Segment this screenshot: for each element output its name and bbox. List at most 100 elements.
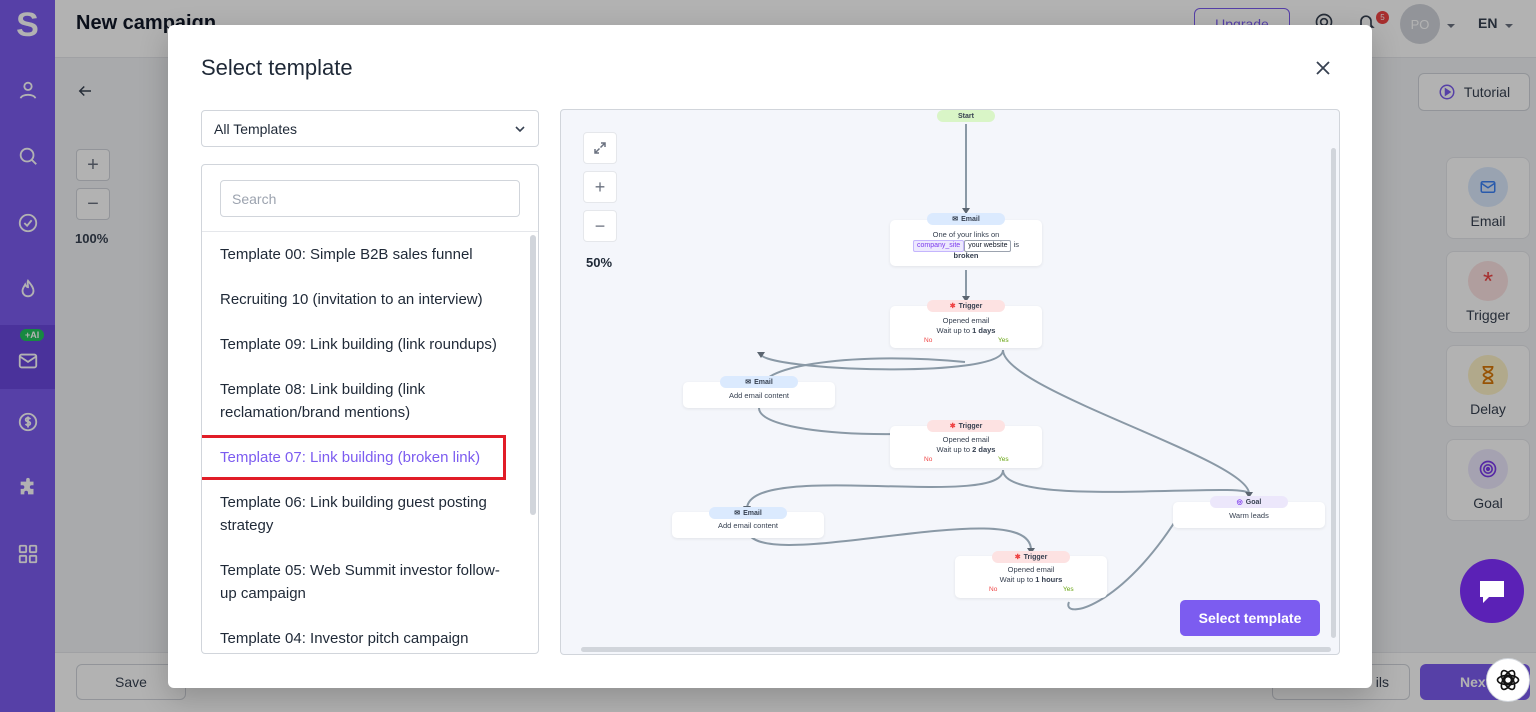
- select-template-button[interactable]: Select template: [1180, 600, 1320, 636]
- node-text: Add email content: [717, 521, 779, 530]
- tutorial-button[interactable]: Tutorial: [1418, 73, 1530, 111]
- mail-icon: [1468, 167, 1508, 207]
- chevron-down-icon: [515, 125, 525, 132]
- search-input[interactable]: [220, 180, 520, 217]
- app-logo[interactable]: S: [16, 6, 39, 44]
- toolbox-label: Delay: [1470, 401, 1506, 417]
- flow-node-trigger[interactable]: Opened email Wait up to 1 days No Yes: [890, 306, 1042, 348]
- template-list: Template 00: Simple B2B sales funnel Rec…: [202, 232, 538, 653]
- branch-yes: Yes: [998, 456, 1009, 463]
- node-text: Opened email: [942, 316, 990, 325]
- node-text: is: [1013, 240, 1019, 249]
- template-item[interactable]: Template 04: Investor pitch campaign: [220, 630, 469, 647]
- toolbox-label: Email: [1470, 213, 1506, 229]
- template-item[interactable]: Template 05: Web Summit investor follow-…: [220, 562, 500, 602]
- sidebar-campaigns-icon[interactable]: +AI: [0, 325, 55, 389]
- canvas-horizontal-scrollbar[interactable]: [581, 647, 1331, 652]
- wait-prefix: Wait up to: [999, 575, 1034, 584]
- flow-pill-email: ✉Email: [720, 376, 798, 388]
- flow-pill-trigger: ✱Trigger: [992, 551, 1070, 563]
- chevron-down-icon[interactable]: [1504, 18, 1514, 36]
- pill-label: Email: [743, 509, 762, 517]
- zoom-level: 100%: [75, 231, 109, 246]
- notification-count: 5: [1376, 11, 1389, 24]
- assistant-logo-icon: [1496, 669, 1520, 691]
- hourglass-icon: [1468, 355, 1508, 395]
- flow-pill-email: ✉Email: [709, 507, 787, 519]
- canvas-zoom-out-button[interactable]: −: [583, 210, 617, 242]
- toolbox-trigger[interactable]: * Trigger: [1446, 251, 1530, 333]
- tutorial-label: Tutorial: [1463, 84, 1511, 100]
- toolbox-email[interactable]: Email: [1446, 157, 1530, 239]
- list-scrollbar[interactable]: [530, 235, 536, 515]
- branch-no: No: [924, 337, 933, 344]
- template-item[interactable]: Recruiting 10 (invitation to an intervie…: [220, 291, 483, 308]
- chat-widget-button[interactable]: [1460, 559, 1524, 623]
- canvas-zoom-level: 50%: [586, 255, 613, 270]
- mail-icon: ✉: [952, 216, 959, 223]
- canvas-zoom-in-button[interactable]: +: [583, 171, 617, 203]
- variable-tag: company_site: [912, 240, 965, 252]
- flow-node-trigger[interactable]: Opened email Wait up to 1 hours No Yes: [955, 556, 1107, 598]
- node-wait: Wait up to 1 hours: [955, 575, 1107, 585]
- flow-node-trigger[interactable]: Opened email Wait up to 2 days No Yes: [890, 426, 1042, 468]
- language-selector[interactable]: EN: [1478, 15, 1498, 31]
- template-filter-select[interactable]: All Templates: [201, 110, 539, 147]
- sidebar: S +AI: [0, 0, 55, 712]
- node-text: Warm leads: [1229, 511, 1269, 520]
- template-item-selected[interactable]: Template 07: Link building (broken link): [202, 435, 506, 480]
- sidebar-flame-icon[interactable]: [0, 261, 55, 317]
- template-item[interactable]: Template 00: Simple B2B sales funnel: [220, 246, 473, 263]
- node-text: Opened email: [1007, 565, 1055, 574]
- target-icon: [1468, 449, 1508, 489]
- fullscreen-icon[interactable]: [583, 132, 617, 164]
- toolbox-label: Goal: [1473, 495, 1503, 511]
- asterisk-icon: ✱: [949, 303, 956, 310]
- toolbox-goal[interactable]: Goal: [1446, 439, 1530, 521]
- avatar[interactable]: PO: [1400, 4, 1440, 44]
- zoom-in-button[interactable]: +: [76, 149, 110, 181]
- template-item[interactable]: Template 06: Link building guest posting…: [220, 494, 487, 534]
- flow-pill-goal: ◎Goal: [1210, 496, 1288, 508]
- chevron-down-icon[interactable]: [1446, 18, 1456, 36]
- node-text: Opened email: [942, 435, 990, 444]
- wait-value: 2 days: [972, 445, 996, 454]
- flow-pill-trigger: ✱Trigger: [927, 300, 1005, 312]
- wait-value: 1 hours: [1035, 575, 1063, 584]
- asterisk-icon: ✱: [1014, 554, 1021, 561]
- back-arrow-icon[interactable]: [76, 82, 94, 106]
- canvas-vertical-scrollbar[interactable]: [1331, 148, 1336, 638]
- variable-tag: your website: [964, 240, 1012, 252]
- pill-label: Trigger: [1023, 553, 1048, 561]
- flow-pill-trigger: ✱Trigger: [927, 420, 1005, 432]
- sidebar-search-icon[interactable]: [0, 128, 55, 184]
- assistant-button[interactable]: [1486, 658, 1530, 702]
- template-item[interactable]: Template 08: Link building (link reclama…: [220, 381, 426, 421]
- play-icon: [1439, 84, 1455, 100]
- mail-icon: ✉: [745, 379, 752, 386]
- close-icon[interactable]: [1314, 59, 1332, 77]
- node-wait: Wait up to 2 days: [890, 445, 1042, 455]
- ai-badge: +AI: [20, 329, 45, 341]
- node-text: One of your links on: [932, 230, 1000, 239]
- sidebar-tasks-icon[interactable]: [0, 195, 55, 251]
- zoom-out-button[interactable]: −: [76, 188, 110, 220]
- wait-prefix: Wait up to: [936, 326, 971, 335]
- sidebar-integrations-icon[interactable]: [0, 460, 55, 516]
- node-text: Add email content: [728, 391, 790, 400]
- node-text: broken: [953, 251, 979, 260]
- template-filter-value: All Templates: [214, 120, 298, 137]
- chat-icon: [1480, 581, 1504, 603]
- toolbox-label: Trigger: [1466, 307, 1510, 323]
- sidebar-apps-icon[interactable]: [0, 526, 55, 582]
- select-template-modal: Select template All Templates Template 0…: [168, 25, 1372, 688]
- toolbox-delay[interactable]: Delay: [1446, 345, 1530, 427]
- save-button[interactable]: Save: [76, 664, 186, 700]
- sidebar-billing-icon[interactable]: [0, 394, 55, 450]
- template-item[interactable]: Template 09: Link building (link roundup…: [220, 336, 497, 353]
- flow-start[interactable]: Start: [937, 110, 995, 122]
- pill-label: Trigger: [958, 302, 983, 310]
- sidebar-contacts-icon[interactable]: [0, 62, 55, 118]
